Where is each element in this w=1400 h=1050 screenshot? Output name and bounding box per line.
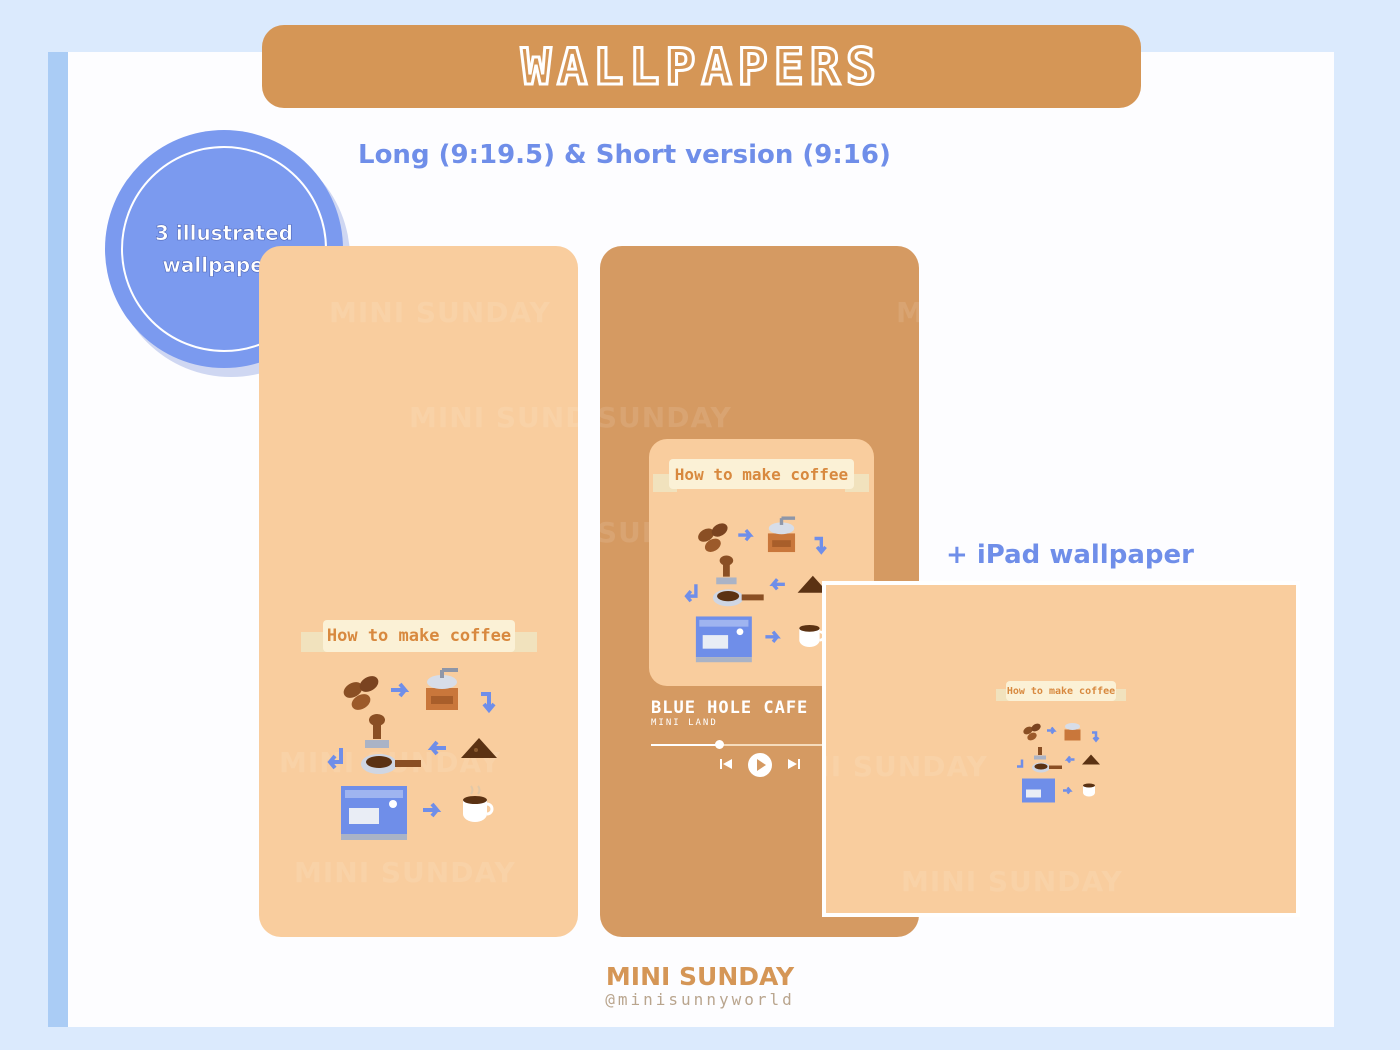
arrow-right-icon <box>1047 726 1057 735</box>
previous-track-icon[interactable] <box>718 756 734 772</box>
page-title: WALLPAPERS <box>519 36 883 97</box>
watermark: MINI SUNDAY <box>600 401 732 434</box>
arrow-left-icon <box>1064 755 1075 764</box>
portafilter-icon <box>1032 762 1062 773</box>
tamper-icon <box>716 555 737 585</box>
arrow-right-icon <box>765 630 781 643</box>
footer-handle: @minisunnyworld <box>605 990 795 1009</box>
badge-ring: 3 illustrated wallpapers <box>121 146 327 352</box>
song-title: BLUE HOLE CAFE <box>651 698 809 718</box>
arrow-down-left-icon <box>327 748 343 770</box>
playback-progress[interactable] <box>651 740 876 749</box>
phone-wallpaper-long: MINI SUNDAY MINI SUNDAY MINI SUNDAY MINI… <box>259 246 578 937</box>
ground-coffee-icon <box>461 738 497 758</box>
watermark: MINI SUNDAY <box>409 401 578 434</box>
grinder-icon <box>767 516 796 553</box>
progress-knob[interactable] <box>714 740 724 749</box>
coffee-cup-icon <box>799 624 826 647</box>
canvas-stripe <box>48 52 68 1027</box>
recipe-ribbon: How to make coffee <box>323 620 515 652</box>
tamper-icon <box>1034 747 1046 760</box>
recipe-title: How to make coffee <box>1006 685 1116 697</box>
espresso-machine-icon <box>695 616 752 663</box>
recipe-illustration: How to make coffee <box>996 681 1126 821</box>
recipe-ribbon: How to make coffee <box>669 459 854 489</box>
arrow-right-icon <box>391 682 410 698</box>
coffee-beans-icon <box>1023 723 1041 741</box>
arrow-down-left-icon <box>1017 759 1024 768</box>
recipe-ribbon: How to make coffee <box>1006 681 1116 701</box>
watermark: MINI SUNDAY <box>294 856 516 889</box>
footer-brand: MINI SUNDAY <box>605 962 795 991</box>
arrow-right-icon <box>423 802 442 818</box>
recipe-steps <box>1017 723 1100 803</box>
ipad-wallpaper: MINI SUNDAY MINI SUNDAY How to make coff… <box>822 581 1300 917</box>
ground-coffee-icon <box>1082 754 1100 765</box>
arrow-down-icon <box>814 536 827 555</box>
recipe-widget: How to make coffee <box>649 439 874 686</box>
coffee-cup-icon <box>1083 783 1095 797</box>
arrow-down-icon <box>1092 731 1100 743</box>
badge-line-1: 3 illustrated <box>155 221 294 246</box>
subtitle: Long (9:19.5) & Short version (9:16) <box>358 140 891 170</box>
recipe-illustration: How to make coffee <box>301 618 537 848</box>
tamper-icon <box>365 714 389 748</box>
ipad-label: + iPad wallpaper <box>946 540 1194 570</box>
arrow-left-icon <box>427 740 446 756</box>
coffee-beans-icon <box>698 523 728 552</box>
play-button[interactable] <box>747 752 773 778</box>
watermark: MINI SUNDAY <box>901 865 1123 898</box>
recipe-title: How to make coffee <box>674 464 849 484</box>
portafilter-icon <box>712 589 764 607</box>
grinder-icon <box>1064 723 1081 741</box>
watermark: MINI SUNDAY <box>896 296 919 329</box>
arrow-down-left-icon <box>684 584 698 603</box>
recipe-steps <box>684 516 829 663</box>
espresso-machine-icon <box>1022 778 1055 803</box>
espresso-machine-icon <box>341 786 407 840</box>
portafilter-icon <box>361 754 421 774</box>
coffee-beans-icon <box>343 676 379 710</box>
arrow-left-icon <box>769 578 785 591</box>
ground-coffee-icon <box>797 575 829 593</box>
recipe-steps <box>327 668 497 840</box>
arrow-right-icon <box>1063 786 1073 795</box>
recipe-title: How to make coffee <box>326 626 512 646</box>
watermark: MINI SUNDAY <box>329 296 551 329</box>
grinder-icon <box>426 668 458 710</box>
progress-fill <box>651 744 719 746</box>
watermark: MINI SUNDAY <box>826 750 988 783</box>
title-banner: WALLPAPERS <box>262 25 1141 108</box>
coffee-cup-icon <box>463 785 494 822</box>
next-track-icon[interactable] <box>786 756 802 772</box>
arrow-right-icon <box>738 528 754 542</box>
song-artist: MINI LAND <box>651 718 718 728</box>
arrow-down-icon <box>481 692 496 714</box>
